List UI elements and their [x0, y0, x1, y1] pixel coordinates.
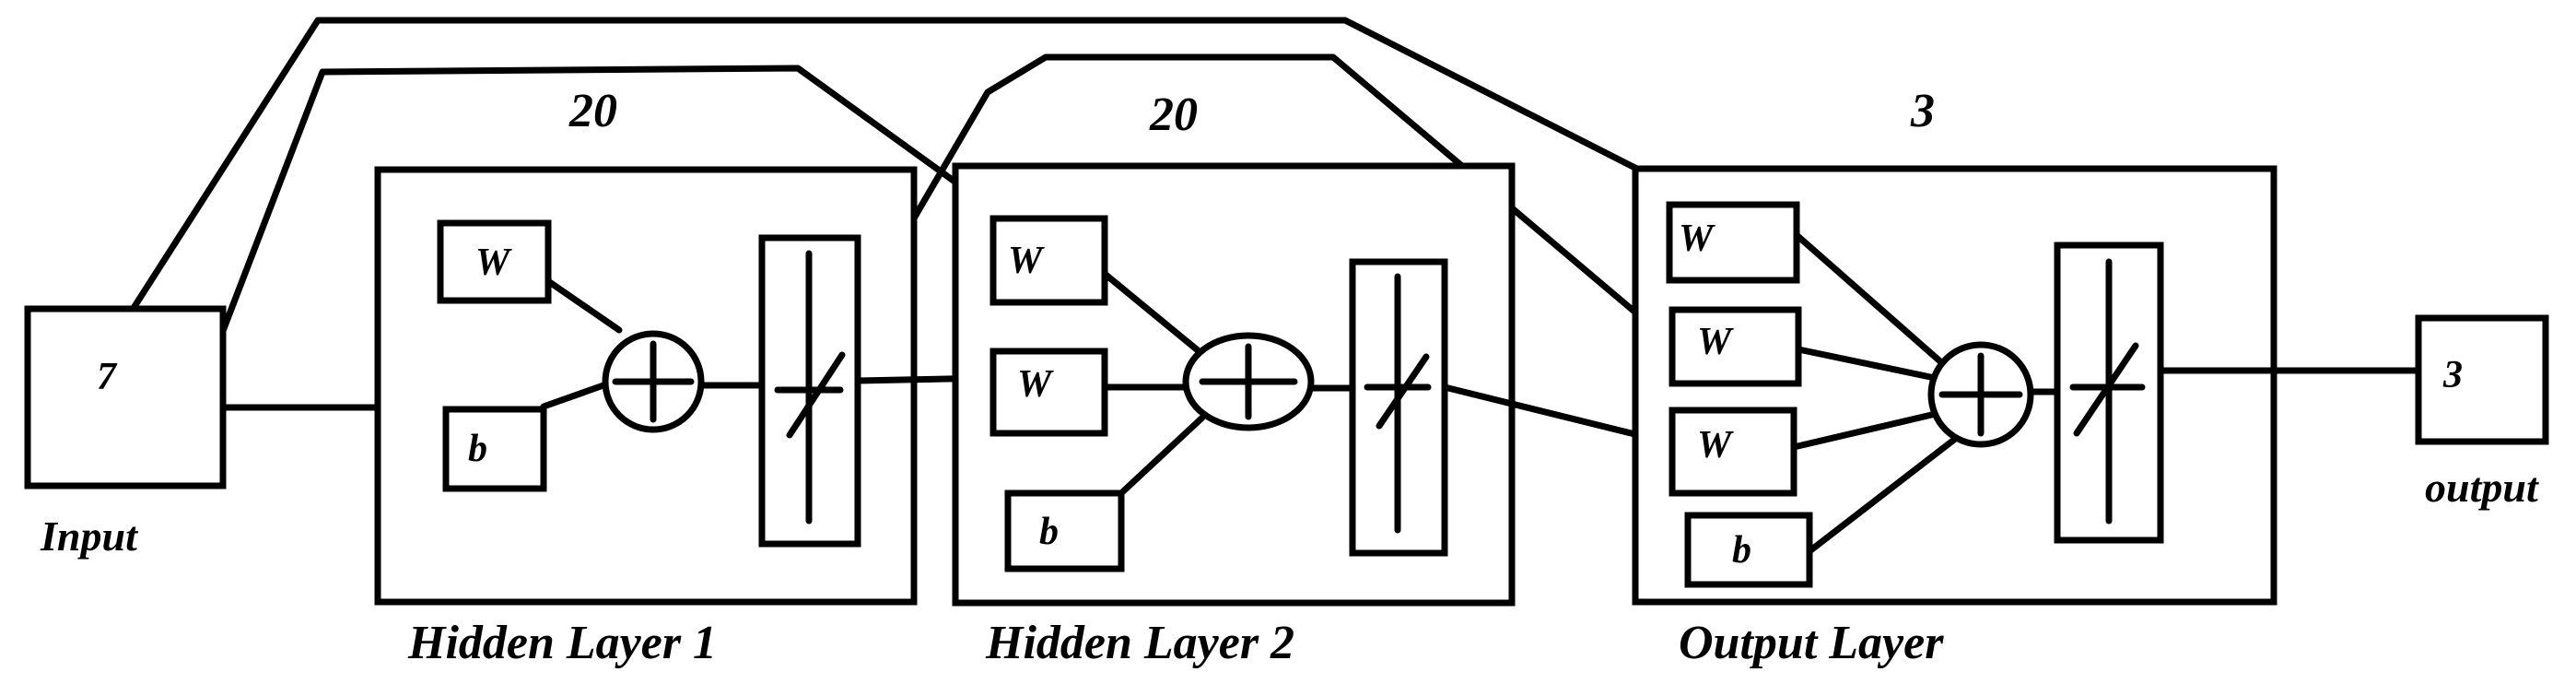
input-label: Input [40, 513, 138, 560]
svg-text:b: b [1039, 511, 1059, 553]
hidden-layer-2-transfer-function [1349, 258, 1448, 557]
hidden-layer-1-bias: b [442, 406, 547, 492]
svg-text:b: b [468, 428, 487, 470]
hidden-layer-2-weight-top: W [989, 215, 1108, 306]
input-size: 7 [97, 356, 118, 398]
hidden-layer-1-sum-node [602, 330, 705, 433]
hidden-layer-2-label: Hidden Layer 2 [985, 617, 1294, 669]
hidden-layer-1-label: Hidden Layer 1 [407, 617, 717, 669]
output-layer-weight-1: W [1666, 201, 1800, 284]
skip-wire-hidden-layer-1-to-output-layer [844, 53, 1673, 345]
output-layer-label: Output Layer [1679, 617, 1944, 669]
hidden-layer-1-transfer-function [758, 234, 861, 548]
output-node: 3 [2415, 314, 2549, 445]
svg-text:W: W [1017, 363, 1054, 406]
hidden-layer-1-size: 20 [568, 85, 617, 137]
output-layer-size: 3 [1910, 85, 1935, 137]
svg-text:W: W [1679, 218, 1715, 260]
output-layer-sum-node [1927, 341, 2034, 448]
output-layer-transfer-function [2054, 242, 2164, 544]
output-layer-bias: b [1684, 512, 1813, 588]
hidden-layer-2: 20 W W b [952, 88, 1516, 607]
svg-text:b: b [1732, 529, 1751, 572]
hidden-layer-2-sum-node [1182, 332, 1315, 431]
output-layer: 3 W W W b [1632, 85, 2277, 606]
skip-wire-input-to-hidden-layer-2 [215, 65, 994, 347]
hidden-layer-1-weight: W [437, 219, 552, 304]
hidden-layer-1: 20 W b [374, 85, 918, 606]
hidden-layer-2-weight-bottom: W [989, 348, 1108, 437]
svg-text:W: W [475, 242, 512, 284]
svg-text:W: W [1697, 424, 1734, 466]
output-layer-weight-2: W [1669, 306, 1802, 387]
hidden-layer-2-bias: b [1004, 489, 1125, 572]
input-node: 7 [24, 305, 227, 489]
output-layer-weight-3: W [1669, 407, 1797, 497]
svg-text:W: W [1008, 240, 1045, 282]
skip-wire-input-to-output-layer [130, 17, 1671, 312]
svg-text:W: W [1697, 321, 1734, 363]
hidden-layer-2-size: 20 [1149, 88, 1198, 141]
output-size: 3 [2442, 354, 2463, 396]
output-label: output [2425, 464, 2539, 511]
